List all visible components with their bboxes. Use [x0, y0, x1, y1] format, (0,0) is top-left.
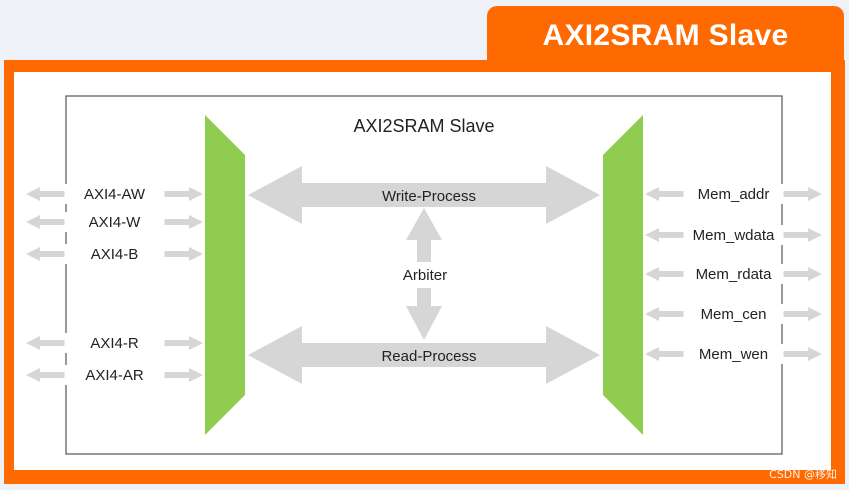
signal-label: AXI4-R — [90, 335, 139, 352]
right-signal-mem-cen: Mem_cen — [645, 304, 822, 324]
left-signal-axi4-r: AXI4-R — [26, 333, 203, 353]
right-signal-mem-wen: Mem_wen — [645, 344, 822, 364]
signal-label: Mem_rdata — [696, 266, 773, 283]
title-tab: AXI2SRAM Slave — [487, 6, 844, 66]
write-process-arrow — [248, 166, 600, 224]
signal-label: Mem_cen — [701, 306, 767, 323]
arbiter-label-bg — [396, 262, 454, 288]
left-signal-group: AXI4-AW AXI4-W AXI4-B AXI4-R AXI4-AR — [26, 184, 203, 385]
module-title: AXI2SRAM Slave — [353, 116, 494, 136]
signal-label: Mem_addr — [698, 186, 770, 203]
right-interface-bar — [603, 115, 643, 435]
signal-label: AXI4-W — [89, 214, 142, 231]
read-process-label: Read-Process — [381, 348, 476, 365]
arbiter-label: Arbiter — [403, 267, 447, 284]
watermark: CSDN @移知 — [769, 468, 837, 481]
left-signal-axi4-ar: AXI4-AR — [26, 365, 203, 385]
read-process-arrow — [248, 326, 600, 384]
left-signal-axi4-w: AXI4-W — [26, 212, 203, 232]
left-interface-bar — [205, 115, 245, 435]
right-signal-mem-rdata: Mem_rdata — [645, 264, 822, 284]
signal-label: AXI4-AW — [84, 186, 146, 203]
right-signal-mem-wdata: Mem_wdata — [645, 225, 822, 245]
right-signal-mem-addr: Mem_addr — [645, 184, 822, 204]
signal-label: AXI4-AR — [85, 367, 144, 384]
left-signal-axi4-b: AXI4-B — [26, 244, 203, 264]
signal-label: Mem_wen — [699, 346, 768, 363]
signal-label: AXI4-B — [91, 246, 139, 263]
signal-label: Mem_wdata — [693, 227, 775, 244]
write-process-label: Write-Process — [382, 188, 476, 205]
left-signal-axi4-aw: AXI4-AW — [26, 184, 203, 204]
page-title: AXI2SRAM Slave — [542, 19, 789, 52]
